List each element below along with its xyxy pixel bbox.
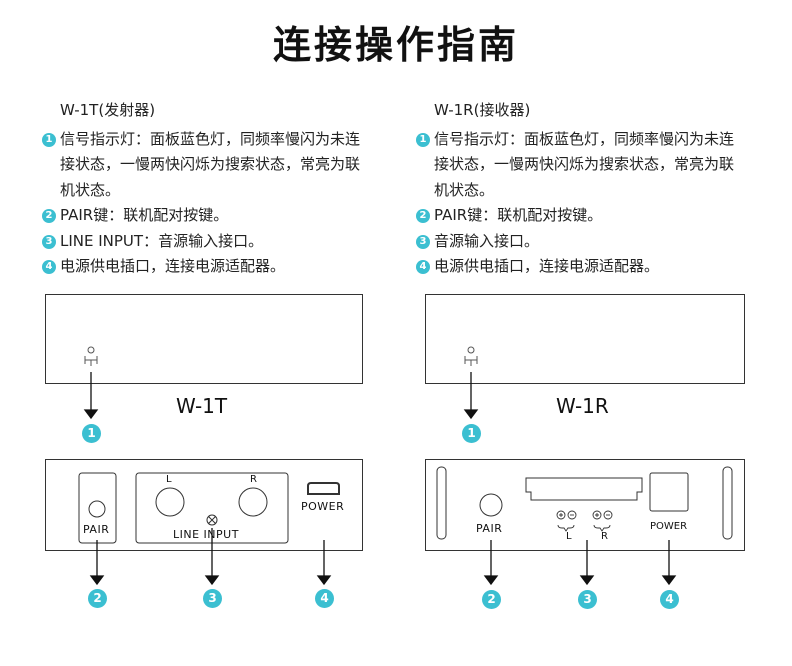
receiver-header: W-1R(接收器): [434, 101, 531, 119]
callout-1-icon: 1: [462, 424, 481, 443]
transmitter-model-label: W-1T: [176, 394, 228, 418]
led-indicator-icon: [464, 346, 478, 366]
list-item-text: 电源供电插口，连接电源适配器。: [60, 257, 286, 275]
list-item-text: LINE INPUT：音源输入接口。: [60, 231, 264, 250]
badge-3-icon: 3: [42, 234, 56, 249]
callout-4-icon: 4: [315, 589, 334, 608]
screw-icon: [206, 514, 218, 526]
list-item: 4 电源供电插口，连接电源适配器。: [42, 254, 372, 280]
list-item: 1 信号指示灯：面板蓝色灯，同频率慢闪为未连接状态，一慢两快闪烁为搜索状态，常亮…: [416, 127, 746, 204]
page-title: 连接操作指南: [272, 23, 519, 67]
transmitter-header: W-1T(发射器): [60, 101, 156, 119]
list-item-text: 信号指示灯：面板蓝色灯，同频率慢闪为未连接状态，一慢两快闪烁为搜索状态，常亮为联…: [434, 129, 735, 199]
terminal-l-icon: [556, 510, 577, 532]
receiver-power-label: POWER: [650, 521, 688, 532]
receiver-back-panel: [425, 459, 745, 551]
arrow-icon: [579, 540, 595, 586]
pair-button: [479, 493, 503, 517]
list-item: 4 电源供电插口，连接电源适配器。: [416, 254, 746, 280]
list-item-text: 音源输入接口。: [434, 231, 540, 250]
list-item: 3 音源输入接口。: [416, 229, 746, 255]
list-item: 3 LINE INPUT：音源输入接口。: [42, 229, 372, 255]
badge-4-icon: 4: [42, 260, 56, 274]
power-switch: [649, 472, 689, 512]
callout-3-icon: 3: [203, 589, 222, 608]
badge-3-icon: 3: [416, 234, 430, 249]
transmitter-instructions: W-1T(发射器) 1 信号指示灯：面板蓝色灯，同频率慢闪为未连接状态，一慢两快…: [42, 98, 372, 280]
list-item: 2 PAIR键：联机配对按键。: [42, 203, 372, 229]
display-window: [525, 477, 643, 501]
arrow-icon: [316, 540, 332, 586]
receiver-instructions: W-1R(接收器) 1 信号指示灯：面板蓝色灯，同频率慢闪为未连接状态，一慢两快…: [416, 98, 746, 280]
transmitter-front-panel: [45, 294, 363, 384]
power-port-icon: [307, 482, 340, 495]
receiver-model-label: W-1R: [556, 394, 609, 418]
vent-slot-right: [722, 466, 733, 540]
transmitter-l-label: L: [166, 474, 172, 485]
badge-2-icon: 2: [416, 209, 430, 223]
arrow-icon: [661, 540, 677, 586]
list-item-text: 信号指示灯：面板蓝色灯，同频率慢闪为未连接状态，一慢两快闪烁为搜索状态，常亮为联…: [60, 129, 361, 199]
badge-1-icon: 1: [416, 132, 430, 147]
transmitter-pair-label: PAIR: [83, 523, 110, 536]
list-item-text: 电源供电插口，连接电源适配器。: [434, 257, 660, 275]
callout-4-icon: 4: [660, 590, 679, 609]
callout-2-icon: 2: [482, 590, 501, 609]
transmitter-power-label: POWER: [301, 500, 345, 513]
badge-2-icon: 2: [42, 209, 56, 223]
receiver-r-label: R: [601, 531, 608, 542]
list-item-text: PAIR键：联机配对按键。: [434, 206, 603, 224]
transmitter-line-input-label: LINE INPUT: [173, 528, 239, 541]
list-item-text: PAIR键：联机配对按键。: [60, 206, 229, 224]
vent-slot-left: [436, 466, 447, 540]
receiver-front-panel: [425, 294, 745, 384]
callout-2-icon: 2: [88, 589, 107, 608]
receiver-l-label: L: [566, 531, 572, 542]
led-indicator-icon: [84, 346, 98, 366]
line-input-l-jack: [155, 487, 185, 517]
pair-button: [88, 500, 106, 518]
arrow-icon: [204, 528, 220, 586]
receiver-pair-label: PAIR: [476, 522, 503, 535]
line-input-r-jack: [238, 487, 268, 517]
list-item: 1 信号指示灯：面板蓝色灯，同频率慢闪为未连接状态，一慢两快闪烁为搜索状态，常亮…: [42, 127, 372, 204]
arrow-icon: [89, 540, 105, 586]
callout-1-icon: 1: [82, 424, 101, 443]
arrow-icon: [83, 372, 99, 420]
transmitter-r-label: R: [250, 474, 257, 485]
terminal-r-icon: [592, 510, 613, 532]
list-item: 2 PAIR键：联机配对按键。: [416, 203, 746, 229]
arrow-icon: [463, 372, 479, 420]
badge-1-icon: 1: [42, 132, 56, 147]
arrow-icon: [483, 540, 499, 586]
badge-4-icon: 4: [416, 260, 430, 274]
callout-3-icon: 3: [578, 590, 597, 609]
transmitter-back-panel: [45, 459, 363, 551]
